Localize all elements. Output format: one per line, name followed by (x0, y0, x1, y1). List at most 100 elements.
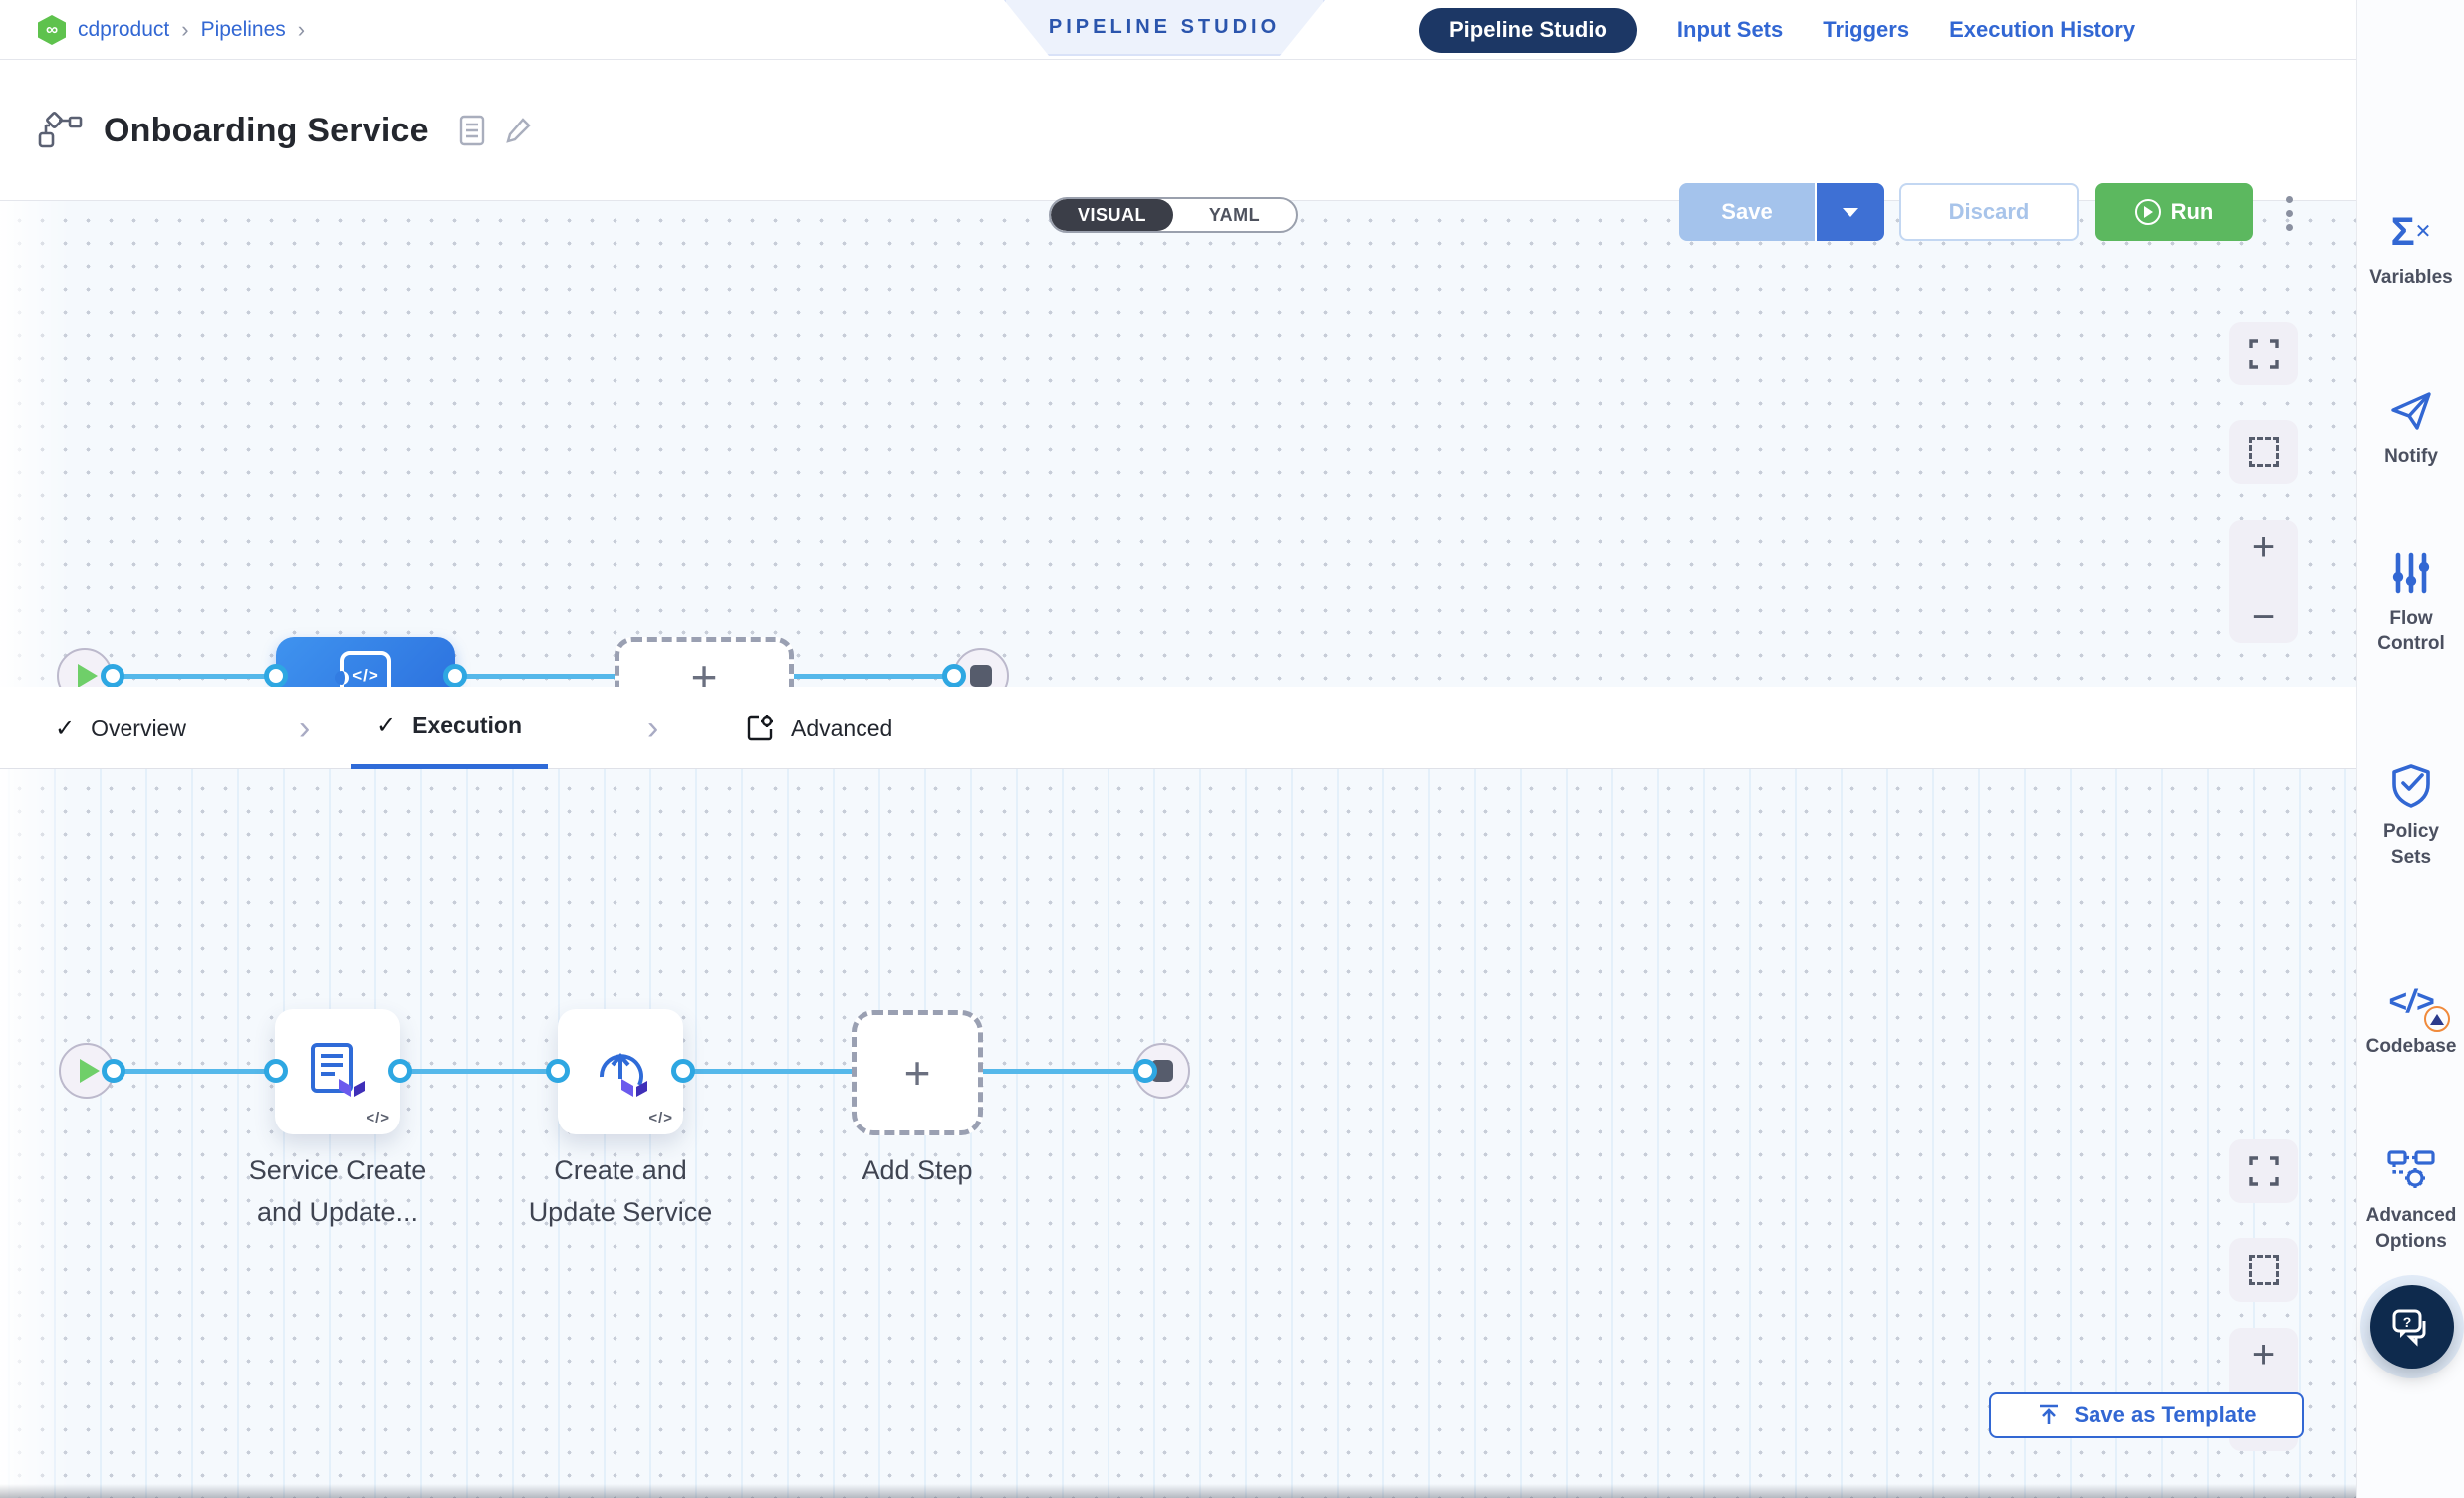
breadcrumb: ∞ cdproduct › Pipelines › (38, 0, 305, 60)
advanced-tab-icon (745, 713, 775, 743)
save-options-button[interactable] (1815, 183, 1884, 241)
run-button[interactable]: Run (2095, 183, 2253, 241)
toggle-yaml[interactable]: YAML (1208, 204, 1261, 225)
zoom-panel: + − (2229, 520, 2298, 643)
connector-port (443, 664, 467, 688)
notify-icon (2389, 388, 2433, 434)
tab-advanced-label: Advanced (791, 714, 893, 741)
flow-control-icon (2390, 550, 2432, 596)
variables-icon: Σ✕ (2390, 210, 2432, 254)
save-button[interactable]: Save (1679, 183, 1815, 241)
top-nav: Pipeline Studio Input Sets Triggers Exec… (1419, 0, 2135, 60)
connector-port (942, 664, 966, 688)
sidebar-item-codebase[interactable]: </> Codebase (2357, 978, 2464, 1060)
add-step-button[interactable]: + (852, 1010, 983, 1135)
zoom-in-button[interactable]: + (2251, 1333, 2276, 1376)
sidebar-item-notify[interactable]: Notify (2357, 388, 2464, 470)
connector-port (264, 1059, 288, 1083)
kebab-menu-icon[interactable] (2279, 187, 2299, 239)
upload-icon (2040, 1404, 2059, 1424)
breadcrumb-separator-icon: › (181, 17, 189, 42)
connector-port (264, 664, 288, 688)
sidebar-item-policy-sets[interactable]: Policy Sets (2357, 763, 2464, 871)
doc-icon[interactable] (459, 115, 485, 146)
sync-step-icon (588, 1041, 653, 1103)
execution-end-node[interactable] (1134, 1043, 1190, 1099)
step2-label: Create and Update Service (528, 1155, 713, 1227)
toggle-visual[interactable]: VISUAL (1051, 199, 1173, 231)
code-glyph: </> (648, 1110, 673, 1126)
add-step-label: Add Step (862, 1155, 973, 1185)
codebase-warning-icon (2424, 1006, 2451, 1032)
tab-triggers[interactable]: Triggers (1823, 17, 1910, 42)
cd-module-icon: ∞ (38, 15, 66, 45)
sidebar-item-label: Variables (2369, 267, 2453, 288)
save-as-template-button[interactable]: Save as Template (1989, 1392, 2304, 1438)
pipeline-icon (38, 112, 84, 149)
policy-sets-icon (2390, 763, 2432, 809)
view-toggle: VISUAL YAML (1049, 197, 1298, 233)
step-node-create-update-service[interactable]: </> (558, 1009, 683, 1134)
start-play-icon (79, 1059, 100, 1083)
stage-canvas[interactable]: </> </> + Create and Update Service Add … (0, 201, 2356, 839)
chat-help-icon: ? (2392, 1309, 2426, 1347)
sidebar-item-label: Notify (2384, 446, 2438, 467)
sidebar-item-flow-control[interactable]: Flow Control (2357, 550, 2464, 657)
marquee-select-icon (2248, 437, 2279, 467)
help-fab[interactable]: ? (2370, 1285, 2454, 1369)
marquee-select-button[interactable] (2229, 420, 2298, 484)
marquee-select-icon (2248, 1255, 2279, 1285)
codebase-icon: </> (2388, 978, 2451, 1032)
sidebar-item-variables[interactable]: Σ✕ Variables (2357, 209, 2464, 291)
canvas-bottom-shadow (0, 1484, 2356, 1498)
step-node-service-create-update[interactable]: </> (275, 1009, 400, 1134)
connector-port (102, 1059, 125, 1083)
edit-icon[interactable] (505, 116, 533, 145)
breadcrumb-pipelines-link[interactable]: Pipelines (200, 18, 286, 41)
tab-input-sets[interactable]: Input Sets (1676, 17, 1784, 42)
stop-icon (1151, 1060, 1173, 1082)
breadcrumb-project-link[interactable]: cdproduct (78, 18, 170, 41)
fullscreen-button[interactable] (2229, 1139, 2298, 1203)
tab-pipeline-studio[interactable]: Pipeline Studio (1419, 7, 1637, 53)
check-icon: ✓ (55, 714, 76, 742)
tab-chevron-icon: › (299, 708, 311, 747)
connector-port (101, 664, 124, 688)
marquee-select-button[interactable] (2229, 1238, 2298, 1302)
run-label: Run (2170, 199, 2214, 224)
sidebar-item-advanced-options[interactable]: Advanced Options (2357, 1147, 2464, 1255)
fullscreen-button[interactable] (2229, 322, 2298, 385)
script-step-icon (305, 1041, 370, 1103)
pipeline-studio-banner: PIPELINE STUDIO (1004, 0, 1325, 56)
tab-execution-history[interactable]: Execution History (1949, 17, 2136, 42)
chevron-down-icon (1843, 207, 1858, 217)
connector-port (388, 1059, 412, 1083)
start-play-icon (77, 664, 98, 688)
sidebar-item-label: Advanced Options (2365, 1205, 2457, 1252)
breadcrumb-separator-icon: › (297, 17, 306, 42)
sidebar-item-label: Codebase (2365, 1036, 2457, 1057)
right-sidebar: Σ✕ Variables Notify Flow Contr (2356, 0, 2464, 1498)
code-glyph: </> (366, 1110, 390, 1126)
discard-button[interactable]: Discard (1899, 183, 2079, 241)
step1-label: Service Create and Update... (248, 1155, 427, 1227)
check-icon: ✓ (376, 712, 397, 739)
zoom-out-button[interactable]: − (2251, 595, 2276, 638)
advanced-options-icon (2386, 1147, 2436, 1193)
connector-port (671, 1059, 695, 1083)
play-icon (2134, 199, 2161, 225)
connector-port (546, 1059, 570, 1083)
sidebar-item-label: Flow Control (2377, 608, 2445, 654)
tab-overview[interactable]: ✓ Overview (55, 687, 186, 769)
svg-text:?: ? (2403, 1314, 2412, 1330)
execution-canvas[interactable]: </> </> + Service Create and Update... C… (0, 769, 2356, 1498)
save-as-template-label: Save as Template (2074, 1402, 2257, 1427)
sidebar-item-label: Policy Sets (2383, 821, 2439, 868)
tab-chevron-icon: › (647, 708, 659, 747)
tab-overview-label: Overview (91, 714, 186, 741)
tab-advanced[interactable]: Advanced (745, 687, 892, 769)
zoom-in-button[interactable]: + (2251, 525, 2276, 569)
page-title: Onboarding Service (104, 111, 429, 149)
tab-execution[interactable]: ✓ Execution (351, 687, 549, 769)
